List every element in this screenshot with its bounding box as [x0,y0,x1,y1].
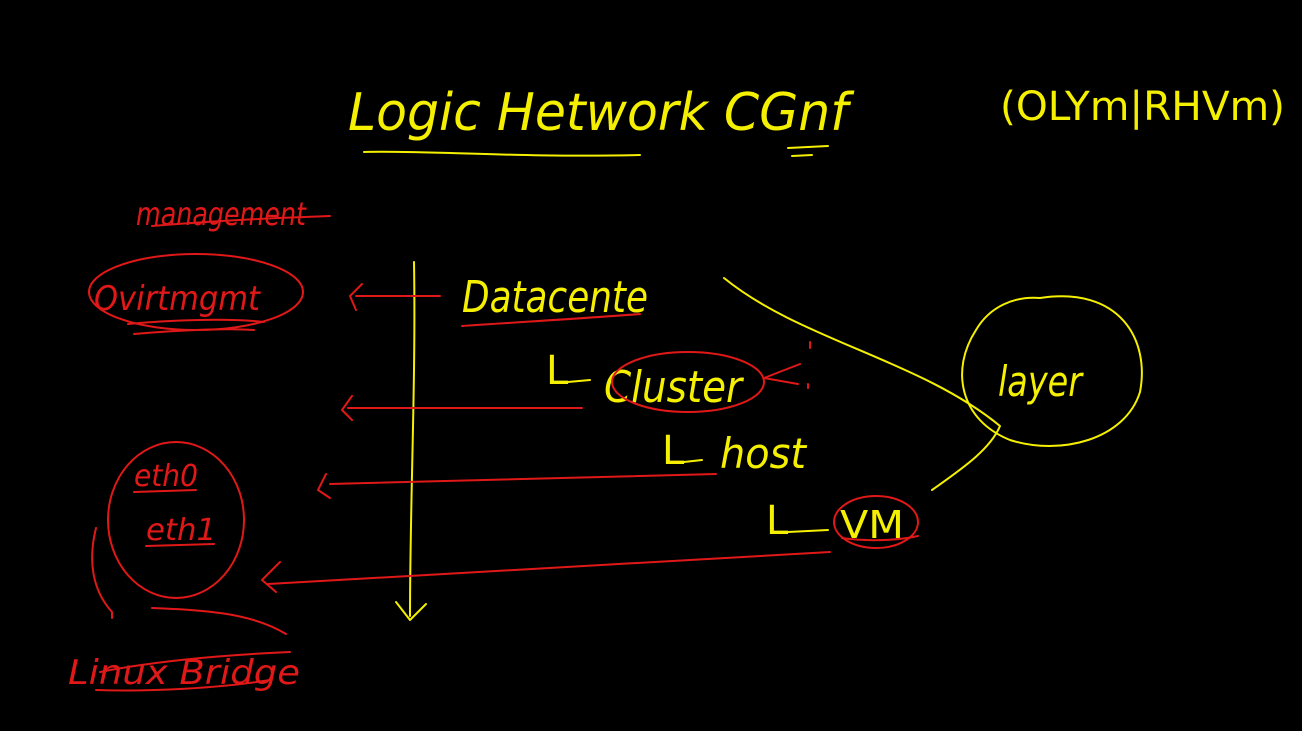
management-underline [151,215,331,227]
hierarchy-axis [409,261,416,617]
nic-eth0-label: eth0 [134,459,198,494]
vm-ellipse [833,495,919,549]
title-text: Logic Hetwork CGnf [348,83,854,143]
nic-eth1-label: eth1 [146,513,216,548]
conf-underline [787,145,829,157]
host-branch: L [662,428,685,474]
bridge-strike [99,651,291,673]
host-branch-tail [683,459,703,463]
layer-bracket-curve [723,277,1001,491]
eth0-underline [133,489,197,493]
ovirtmgmt-underline [127,318,265,335]
bridge-underline [95,679,271,692]
layer-circle [961,295,1143,447]
host-label: host [720,429,807,478]
datacenter-underline [461,313,641,327]
ovirtmgmt-label: Ovirtmgmt [94,279,261,319]
cluster-label: Cluster [604,362,745,413]
layer-label: layer [998,357,1084,406]
cluster-arrow [341,395,583,421]
eth1-underline [145,543,215,547]
vm-underline [841,535,919,542]
vm-arrow [261,551,831,593]
cluster-side-marks [763,341,811,389]
datacenter-arrow [349,283,441,311]
management-label: management [136,195,307,233]
subtitle-text: (OLYm|RHVm) [1000,84,1285,130]
datacenter-label: Datacente [462,272,648,323]
hierarchy-axis-arrowhead [395,601,427,621]
vm-branch: L [766,498,789,544]
vm-branch-tail [787,529,829,533]
title-underline [363,150,641,157]
cluster-ellipse [611,351,765,413]
host-arrow [317,473,717,499]
cluster-branch-tail [567,379,591,383]
cluster-branch: L [546,348,569,394]
nic-circle [107,441,245,599]
bridge-bracket [91,527,287,635]
